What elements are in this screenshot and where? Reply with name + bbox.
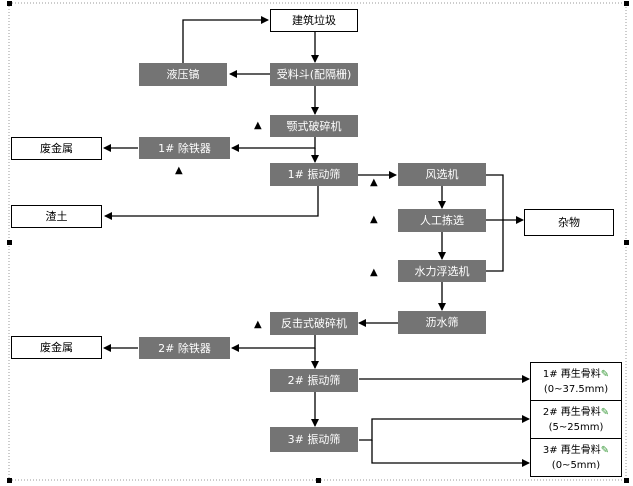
line-air-to-debris — [486, 174, 504, 272]
node-debris: 杂物 — [524, 209, 614, 236]
pencil-icon: ✎ — [600, 368, 610, 380]
node-hopper: 受料斗(配隔栅) — [270, 63, 358, 86]
product-1-name: 1# 再生骨料 — [542, 368, 601, 380]
node-scrap-metal-2: 废金属 — [11, 336, 102, 359]
triangle-marker: ▲ — [370, 177, 378, 188]
product-1: 1# 再生骨料✎ (0~37.5mm) — [530, 362, 622, 401]
node-hydraulic-hammer: 液压镐 — [139, 63, 227, 86]
arrow-impact-to-iron2 — [231, 335, 316, 352]
product-2-range: (5~25mm) — [548, 421, 604, 433]
node-dewatering-screen: 沥水筛 — [398, 311, 486, 334]
node-iron-remover-1: 1# 除铁器 — [139, 137, 230, 159]
product-1-range: (0~37.5mm) — [543, 383, 609, 395]
node-iron-remover-2: 2# 除铁器 — [139, 337, 230, 359]
selection-handle-ml — [7, 240, 12, 245]
node-impact-crusher: 反击式破碎机 — [270, 312, 358, 335]
selection-handle-mr — [624, 240, 629, 245]
selection-handle-br — [624, 478, 629, 483]
triangle-marker: ▲ — [254, 319, 262, 330]
node-screen-1: 1# 振动筛 — [270, 163, 358, 186]
selection-handle-tl — [7, 1, 12, 6]
arrow-screen1-to-soil — [104, 186, 319, 220]
triangle-marker: ▲ — [370, 267, 378, 278]
arrow-jaw-to-iron1 — [231, 137, 316, 152]
node-scrap-metal-1: 废金属 — [11, 137, 102, 160]
triangle-marker: ▲ — [370, 214, 378, 225]
selection-handle-tr — [624, 1, 629, 6]
node-screen-2: 2# 振动筛 — [270, 369, 358, 392]
node-air-separator: 风选机 — [398, 163, 486, 186]
triangle-marker: ▲ — [254, 120, 262, 131]
node-screen-3: 3# 振动筛 — [270, 427, 358, 452]
product-2-name: 2# 再生骨料 — [542, 406, 601, 418]
pencil-icon: ✎ — [600, 444, 610, 456]
triangle-marker: ▲ — [175, 165, 183, 176]
product-3-name: 3# 再生骨料 — [542, 444, 601, 456]
selection-handle-bc — [316, 478, 321, 483]
arrow-screen3-to-product3 — [371, 440, 530, 467]
arrow-screen3-to-product2 — [359, 415, 530, 441]
pencil-icon: ✎ — [600, 406, 610, 418]
selection-handle-bl — [7, 478, 12, 483]
product-3-range: (0~5mm) — [551, 459, 601, 471]
node-construction-waste: 建筑垃圾 — [270, 9, 358, 32]
node-soil: 渣土 — [11, 205, 102, 228]
product-3: 3# 再生骨料✎ (0~5mm) — [530, 438, 622, 477]
node-jaw-crusher: 颚式破碎机 — [270, 115, 358, 137]
node-water-flotation: 水力浮选机 — [398, 260, 486, 282]
node-manual-sorting: 人工拣选 — [398, 209, 486, 232]
arrow-hammer-to-waste — [182, 16, 269, 63]
product-2: 2# 再生骨料✎ (5~25mm) — [530, 400, 622, 439]
